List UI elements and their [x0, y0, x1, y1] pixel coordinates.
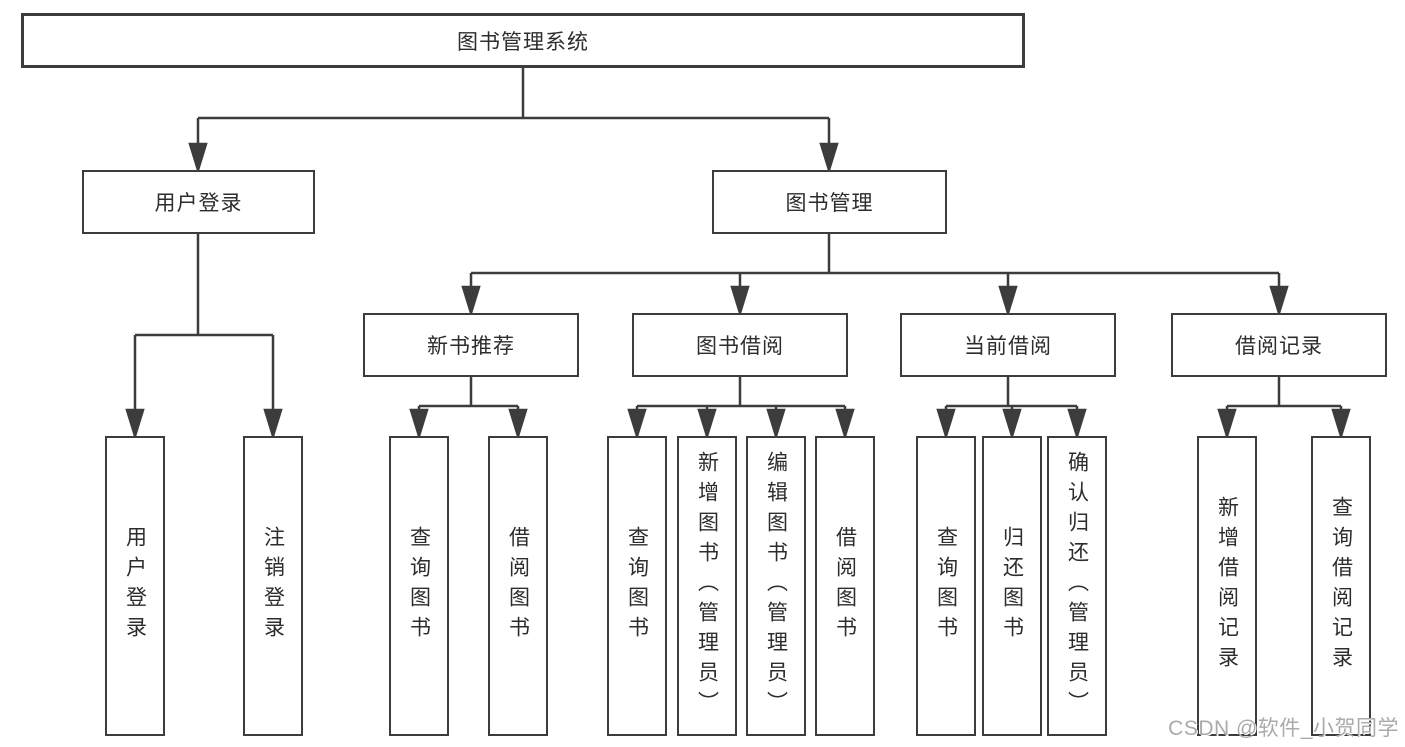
leaf-label: 查询图书 [934, 526, 958, 646]
leaf-user-login: 用户登录 [105, 436, 165, 736]
leaf-add-books-admin: 新增图书（管理员） [677, 436, 737, 736]
node-label: 图书管理 [785, 192, 874, 215]
leaf-logout: 注销登录 [243, 436, 303, 736]
leaf-query-books-borrowing: 查询图书 [607, 436, 667, 736]
leaf-label: 用户登录 [123, 526, 147, 646]
leaf-query-borrow-record: 查询借阅记录 [1311, 436, 1371, 736]
node-label: 借阅记录 [1235, 335, 1323, 358]
csdn-watermark: CSDN @软件_小贺同学 [1168, 717, 1399, 740]
node-label: 新书推荐 [427, 335, 515, 358]
node-label: 用户登录 [154, 192, 243, 215]
node-new-book-recommendation: 新书推荐 [363, 313, 579, 377]
leaf-query-books-current: 查询图书 [916, 436, 976, 736]
leaf-label: 查询图书 [407, 526, 431, 646]
leaf-query-books-recommend: 查询图书 [389, 436, 449, 736]
leaf-label: 查询图书 [625, 526, 649, 646]
node-root-book-management-system: 图书管理系统 [21, 13, 1025, 68]
node-label: 图书借阅 [696, 335, 784, 358]
leaf-confirm-return-admin: 确认归还（管理员） [1047, 436, 1107, 736]
leaf-label: 编辑图书（管理员） [764, 451, 788, 721]
leaf-label: 注销登录 [261, 526, 285, 646]
node-user-login: 用户登录 [82, 170, 315, 234]
leaf-edit-books-admin: 编辑图书（管理员） [746, 436, 806, 736]
node-current-borrowing: 当前借阅 [900, 313, 1116, 377]
leaf-borrow-books-recommend: 借阅图书 [488, 436, 548, 736]
node-borrowing-records: 借阅记录 [1171, 313, 1387, 377]
leaf-label: 查询借阅记录 [1329, 496, 1353, 676]
leaf-label: 借阅图书 [833, 526, 857, 646]
leaf-borrow-books: 借阅图书 [815, 436, 875, 736]
node-label: 当前借阅 [964, 335, 1052, 358]
leaf-label: 借阅图书 [506, 526, 530, 646]
leaf-label: 归还图书 [1000, 526, 1024, 646]
leaf-add-borrow-record: 新增借阅记录 [1197, 436, 1257, 736]
leaf-label: 新增图书（管理员） [695, 451, 719, 721]
leaf-label: 新增借阅记录 [1215, 496, 1239, 676]
node-book-management: 图书管理 [712, 170, 947, 234]
node-label: 图书管理系统 [457, 30, 589, 54]
leaf-label: 确认归还（管理员） [1065, 451, 1089, 721]
node-book-borrowing: 图书借阅 [632, 313, 848, 377]
leaf-return-books: 归还图书 [982, 436, 1042, 736]
